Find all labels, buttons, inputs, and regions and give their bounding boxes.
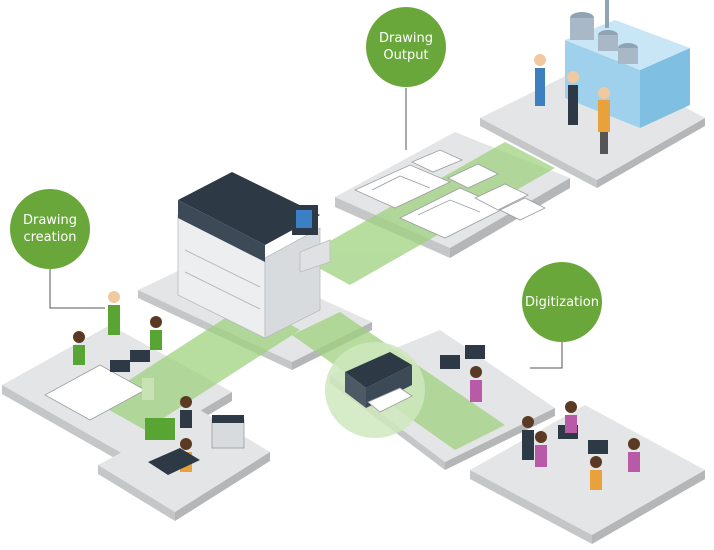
scanner-closeup — [325, 342, 425, 438]
drawing-creation-bubble — [10, 189, 90, 269]
leader-lines — [49, 88, 563, 369]
factory-building — [565, 0, 690, 128]
digitization-workers — [440, 345, 640, 490]
wide-format-printer — [177, 172, 331, 339]
creation-workers — [44, 291, 162, 421]
output-drawings — [354, 149, 546, 239]
factory-workers — [534, 54, 610, 154]
drawing-output-bubble — [366, 7, 446, 87]
office-workers — [145, 396, 245, 475]
digitization-bubble — [522, 262, 602, 342]
